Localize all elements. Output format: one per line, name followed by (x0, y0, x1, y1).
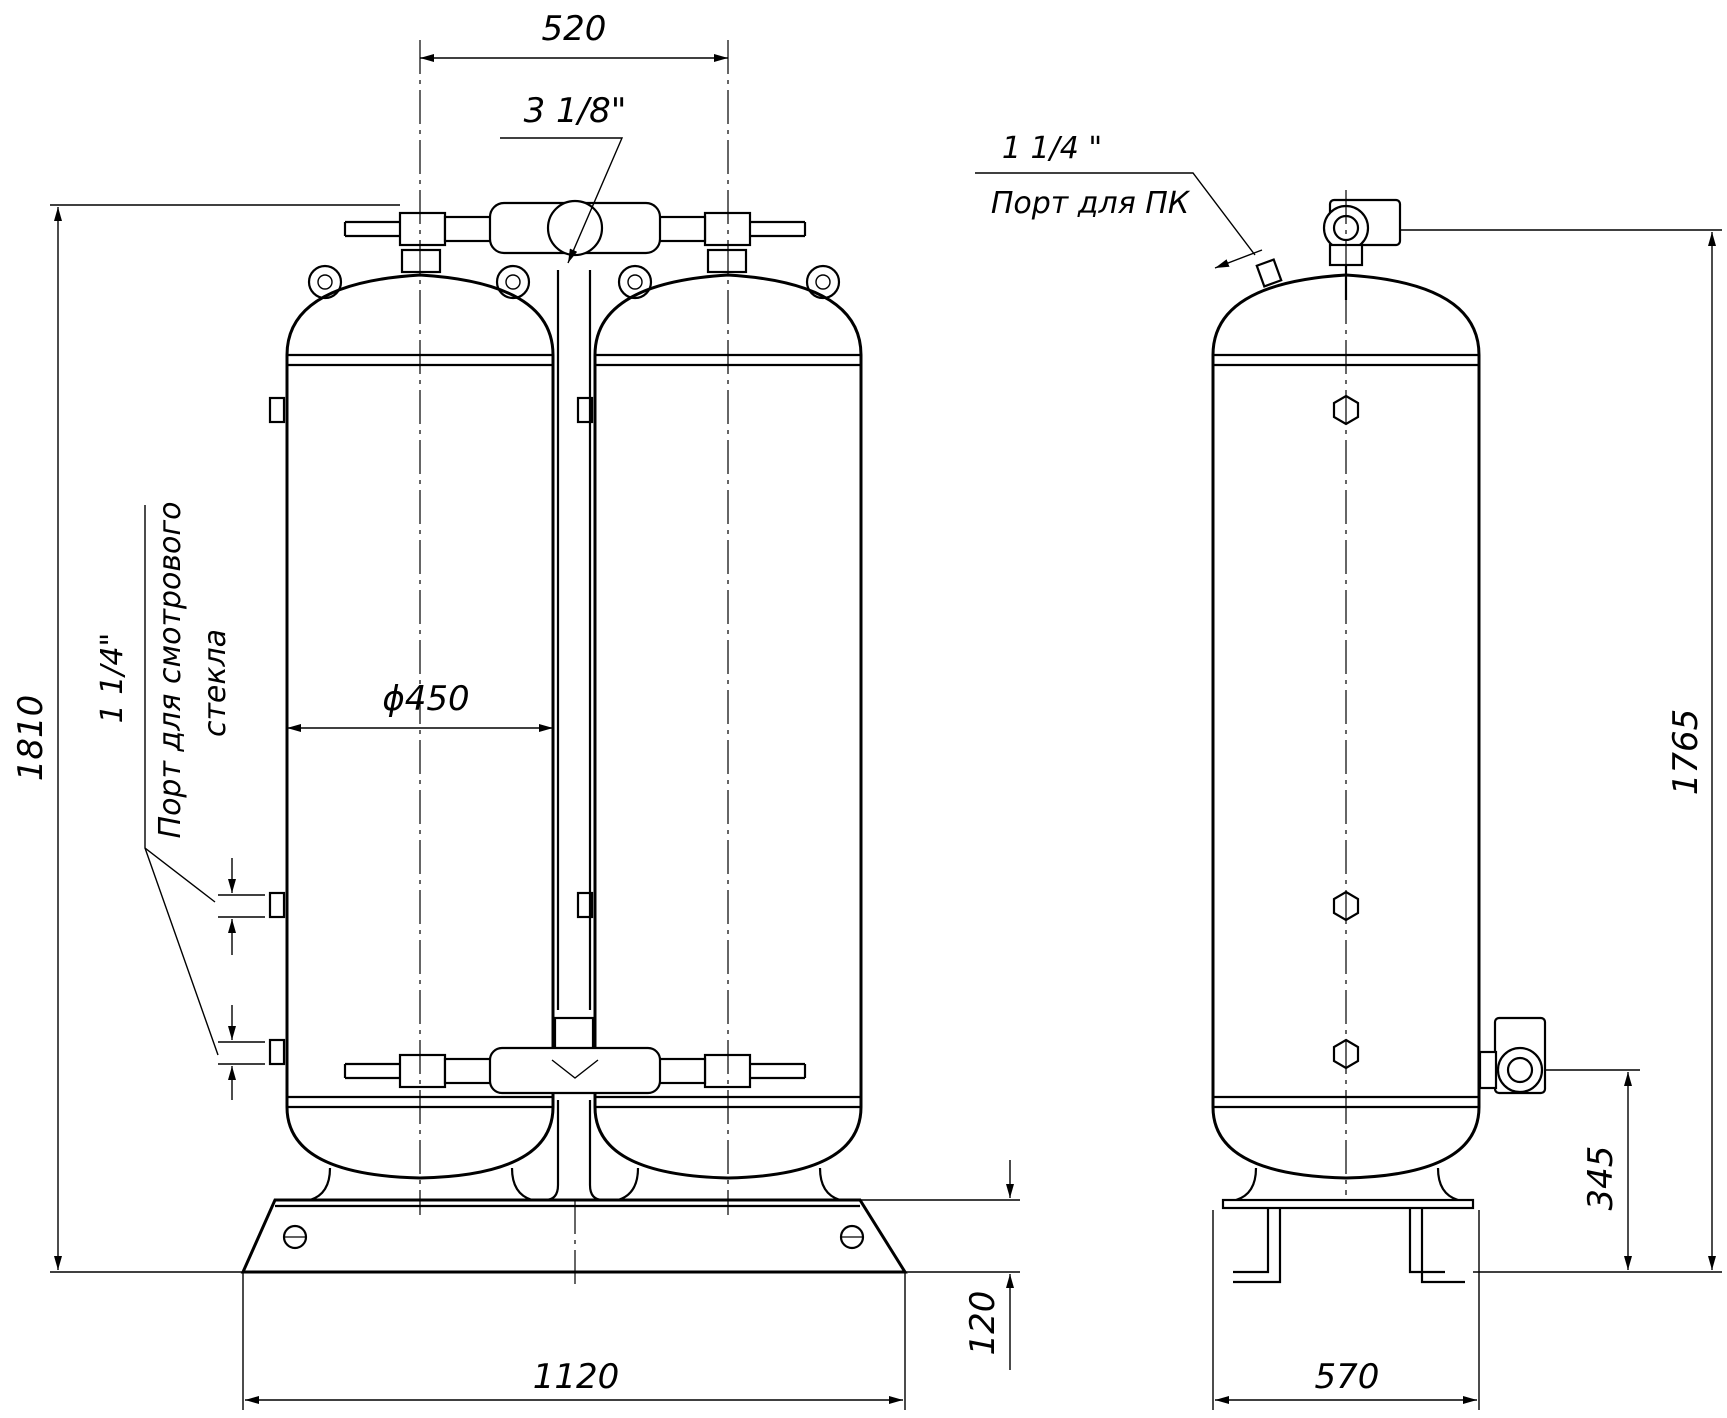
sight-glass-label-line1: Порт для смотрового (153, 502, 188, 839)
dim-outlet-size: 3 1/8" (524, 91, 627, 131)
dim-345: 345 (1581, 1146, 1621, 1211)
relief-port-size: 1 1/4 " (1002, 131, 1102, 166)
side-top-valve (1255, 198, 1402, 300)
dim-1810: 1810 (11, 695, 51, 782)
dimension-lines (50, 54, 1722, 1410)
base-frame (240, 1198, 908, 1274)
top-manifold (343, 199, 807, 274)
bottom-manifold (343, 1016, 807, 1095)
sight-glass-label-line2: стекла (198, 629, 233, 737)
side-port (1478, 1016, 1547, 1095)
dim-1120: 1120 (533, 1357, 620, 1397)
dim-120: 120 (963, 1291, 1003, 1356)
relief-port-label: Порт для ПК (991, 186, 1191, 221)
dimension-labels: 520 3 1/8" ϕ450 1810 120 1120 1765 345 5… (11, 9, 1706, 1397)
dim-1765: 1765 (1666, 709, 1706, 796)
dim-diameter: ϕ450 (382, 679, 469, 719)
front-center-axes (419, 40, 729, 1290)
side-view (1211, 190, 1547, 1284)
center-column (544, 270, 604, 1202)
dim-570: 570 (1315, 1357, 1380, 1397)
sight-glass-size: 1 1/4" (95, 633, 130, 724)
front-view (240, 40, 908, 1290)
note-labels: 1 1/4" Порт для смотрового стекла 1 1/4 … (95, 131, 1191, 838)
side-base (1221, 1198, 1475, 1284)
dim-520: 520 (542, 9, 607, 49)
